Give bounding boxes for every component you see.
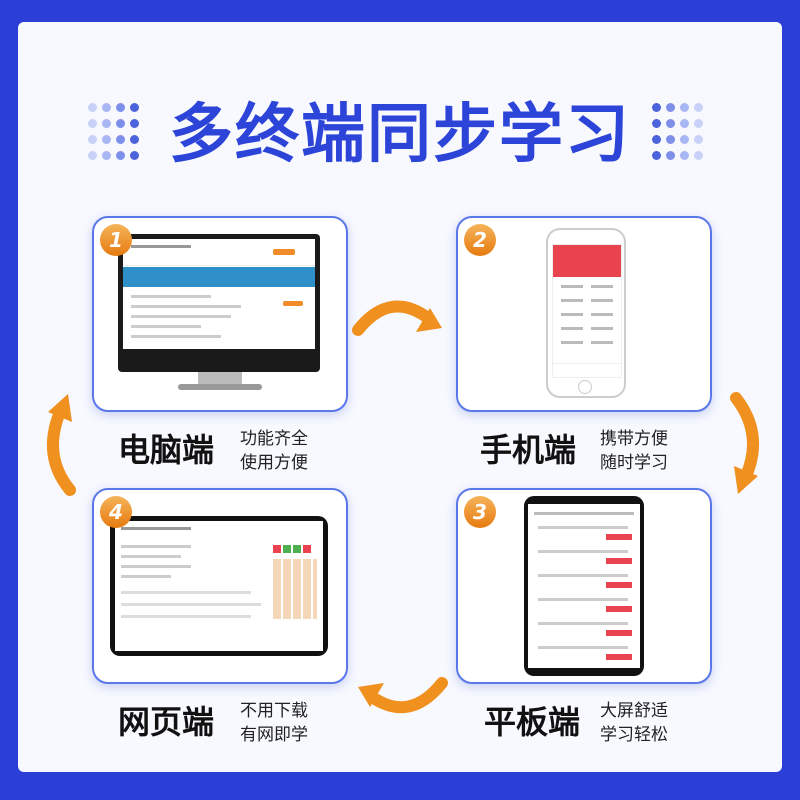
monitor-stand (198, 372, 242, 386)
dot (130, 151, 139, 160)
step-badge: 3 (464, 496, 496, 528)
dot (652, 151, 661, 160)
monitor-screen-content (123, 239, 315, 349)
dot (652, 103, 661, 112)
monitor-base (178, 384, 262, 390)
web-desc-2: 有网即学 (240, 725, 308, 745)
phone-icon (546, 228, 626, 398)
phone-desc-1: 携带方便 (600, 429, 668, 449)
monitor-icon (118, 234, 320, 372)
desktop-desc-2: 使用方便 (240, 453, 308, 473)
web-desc-1: 不用下载 (240, 701, 308, 721)
dot (102, 119, 111, 128)
dot (652, 135, 661, 144)
dot (694, 151, 703, 160)
dot (694, 135, 703, 144)
tablet-label: 平板端 (484, 703, 581, 741)
dot (102, 135, 111, 144)
phone-desc-2: 随时学习 (600, 453, 668, 473)
dot (88, 151, 97, 160)
phone-label: 手机端 (480, 431, 577, 469)
dot-pattern-left (88, 103, 144, 167)
dot (116, 135, 125, 144)
arrow-left-icon (358, 677, 448, 714)
dot-pattern-right (652, 103, 708, 167)
web-screen-icon (110, 516, 328, 656)
dot (88, 119, 97, 128)
dot (652, 119, 661, 128)
dot (680, 151, 689, 160)
tablet-desc-2: 学习轻松 (600, 725, 668, 745)
card-web: 4 (92, 488, 348, 684)
dot (102, 151, 111, 160)
dot (680, 119, 689, 128)
desktop-label: 电脑端 (118, 431, 215, 469)
arrow-right-icon (352, 300, 442, 336)
web-label: 网页端 (118, 703, 215, 741)
dot (130, 103, 139, 112)
dot (666, 119, 675, 128)
step-badge: 1 (100, 224, 132, 256)
dot (116, 119, 125, 128)
dot (88, 103, 97, 112)
dot (666, 103, 675, 112)
step-badge: 2 (464, 224, 496, 256)
desktop-desc-1: 功能齐全 (240, 429, 308, 449)
dot (116, 151, 125, 160)
card-phone: 2 (456, 216, 712, 412)
tablet-desc-1: 大屏舒适 (600, 701, 668, 721)
card-tablet: 3 (456, 488, 712, 684)
dot (666, 151, 675, 160)
arrow-down-icon (730, 392, 760, 494)
step-badge: 4 (100, 496, 132, 528)
arrow-up-icon (46, 394, 76, 496)
page-title: 多终端同步学习 (169, 98, 631, 172)
dot (116, 103, 125, 112)
dot (130, 135, 139, 144)
card-desktop: 1 (92, 216, 348, 412)
dot (666, 135, 675, 144)
dot (88, 135, 97, 144)
dot (680, 103, 689, 112)
tablet-icon (524, 496, 644, 676)
dot (102, 103, 111, 112)
dot (694, 119, 703, 128)
dot (130, 119, 139, 128)
dot (680, 135, 689, 144)
dot (694, 103, 703, 112)
